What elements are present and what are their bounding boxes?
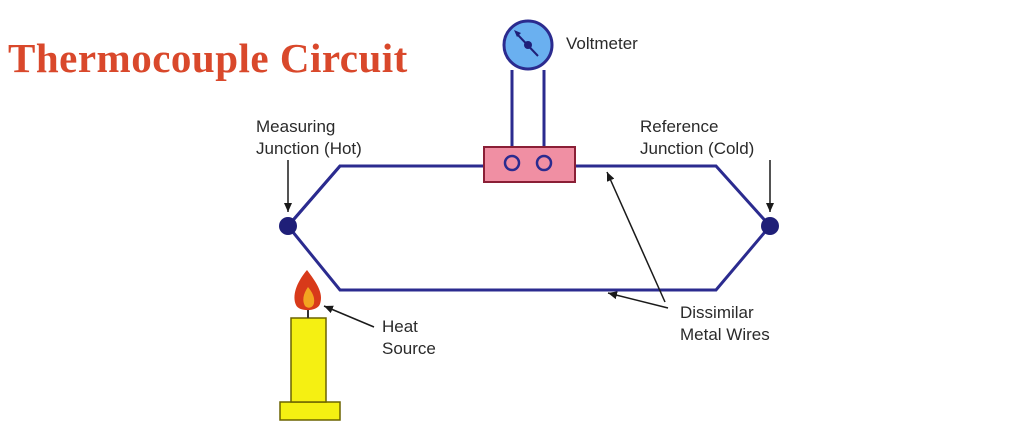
wire-arrow-upper xyxy=(606,171,666,303)
reference-junction-label-line2: Junction (Cold) xyxy=(640,139,755,158)
lower-wire xyxy=(286,225,772,292)
terminal-block xyxy=(483,146,576,183)
voltmeter-icon xyxy=(502,19,554,71)
dissimilar-wires-label: Dissimilar Metal Wires xyxy=(680,302,770,346)
heat-source-label: Heat Source xyxy=(382,316,436,360)
reference-junction-label-line1: Reference xyxy=(640,117,719,136)
reference-junction-dot xyxy=(761,217,779,235)
dissimilar-wires-label-line1: Dissimilar xyxy=(680,303,754,322)
heat-source-label-line2: Source xyxy=(382,339,436,358)
measuring-junction-dot xyxy=(279,217,297,235)
heat-source-icon xyxy=(279,270,341,421)
terminal-right xyxy=(535,154,553,172)
diagram-title: Thermocouple Circuit xyxy=(8,35,408,81)
measuring-junction-label: Measuring Junction (Hot) xyxy=(256,116,362,160)
upper-wire xyxy=(286,164,488,227)
heat-source-label-line1: Heat xyxy=(382,317,418,336)
voltmeter-label: Voltmeter xyxy=(566,34,638,53)
wire-arrow-lower xyxy=(607,291,669,309)
upper-wire-left xyxy=(286,164,488,227)
heat-source-arrow xyxy=(323,305,375,328)
measuring-junction-label-line1: Measuring xyxy=(256,117,336,136)
measuring-junction-label-line2: Junction (Hot) xyxy=(256,139,362,158)
upper-wire-right xyxy=(574,164,772,228)
terminal-left xyxy=(503,154,521,172)
dissimilar-wires-label-line2: Metal Wires xyxy=(680,325,770,344)
reference-junction-label: Reference Junction (Cold) xyxy=(640,116,754,160)
